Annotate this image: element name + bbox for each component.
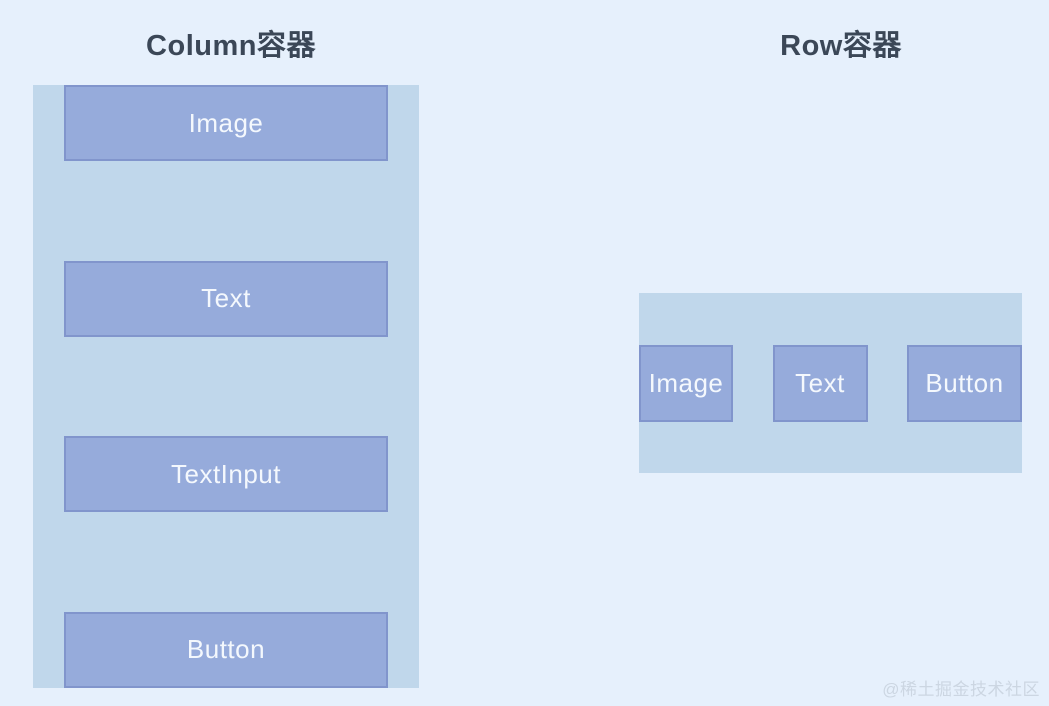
row-box-image: Image [639,344,733,422]
row-box-text-label: Text [795,367,845,398]
row-container: Image Text Button [639,293,1022,473]
column-container: Image Text TextInput Button [33,85,419,688]
column-box-button: Button [64,611,388,688]
column-box-image-label: Image [188,107,264,138]
column-box-text-label: Text [201,283,251,314]
row-section-title: Row容器 [780,30,902,62]
row-box-image-label: Image [648,367,724,398]
row-box-button-label: Button [925,367,1004,398]
column-section-title: Column容器 [146,30,316,62]
column-box-text: Text [64,260,388,337]
column-box-image: Image [64,85,388,161]
column-box-textinput-label: TextInput [170,458,281,489]
watermark: @稀土掘金技术社区 [882,680,1040,699]
column-box-textinput: TextInput [64,436,388,513]
column-box-button-label: Button [186,634,266,665]
row-box-text: Text [772,344,868,422]
row-box-button: Button [907,344,1022,422]
